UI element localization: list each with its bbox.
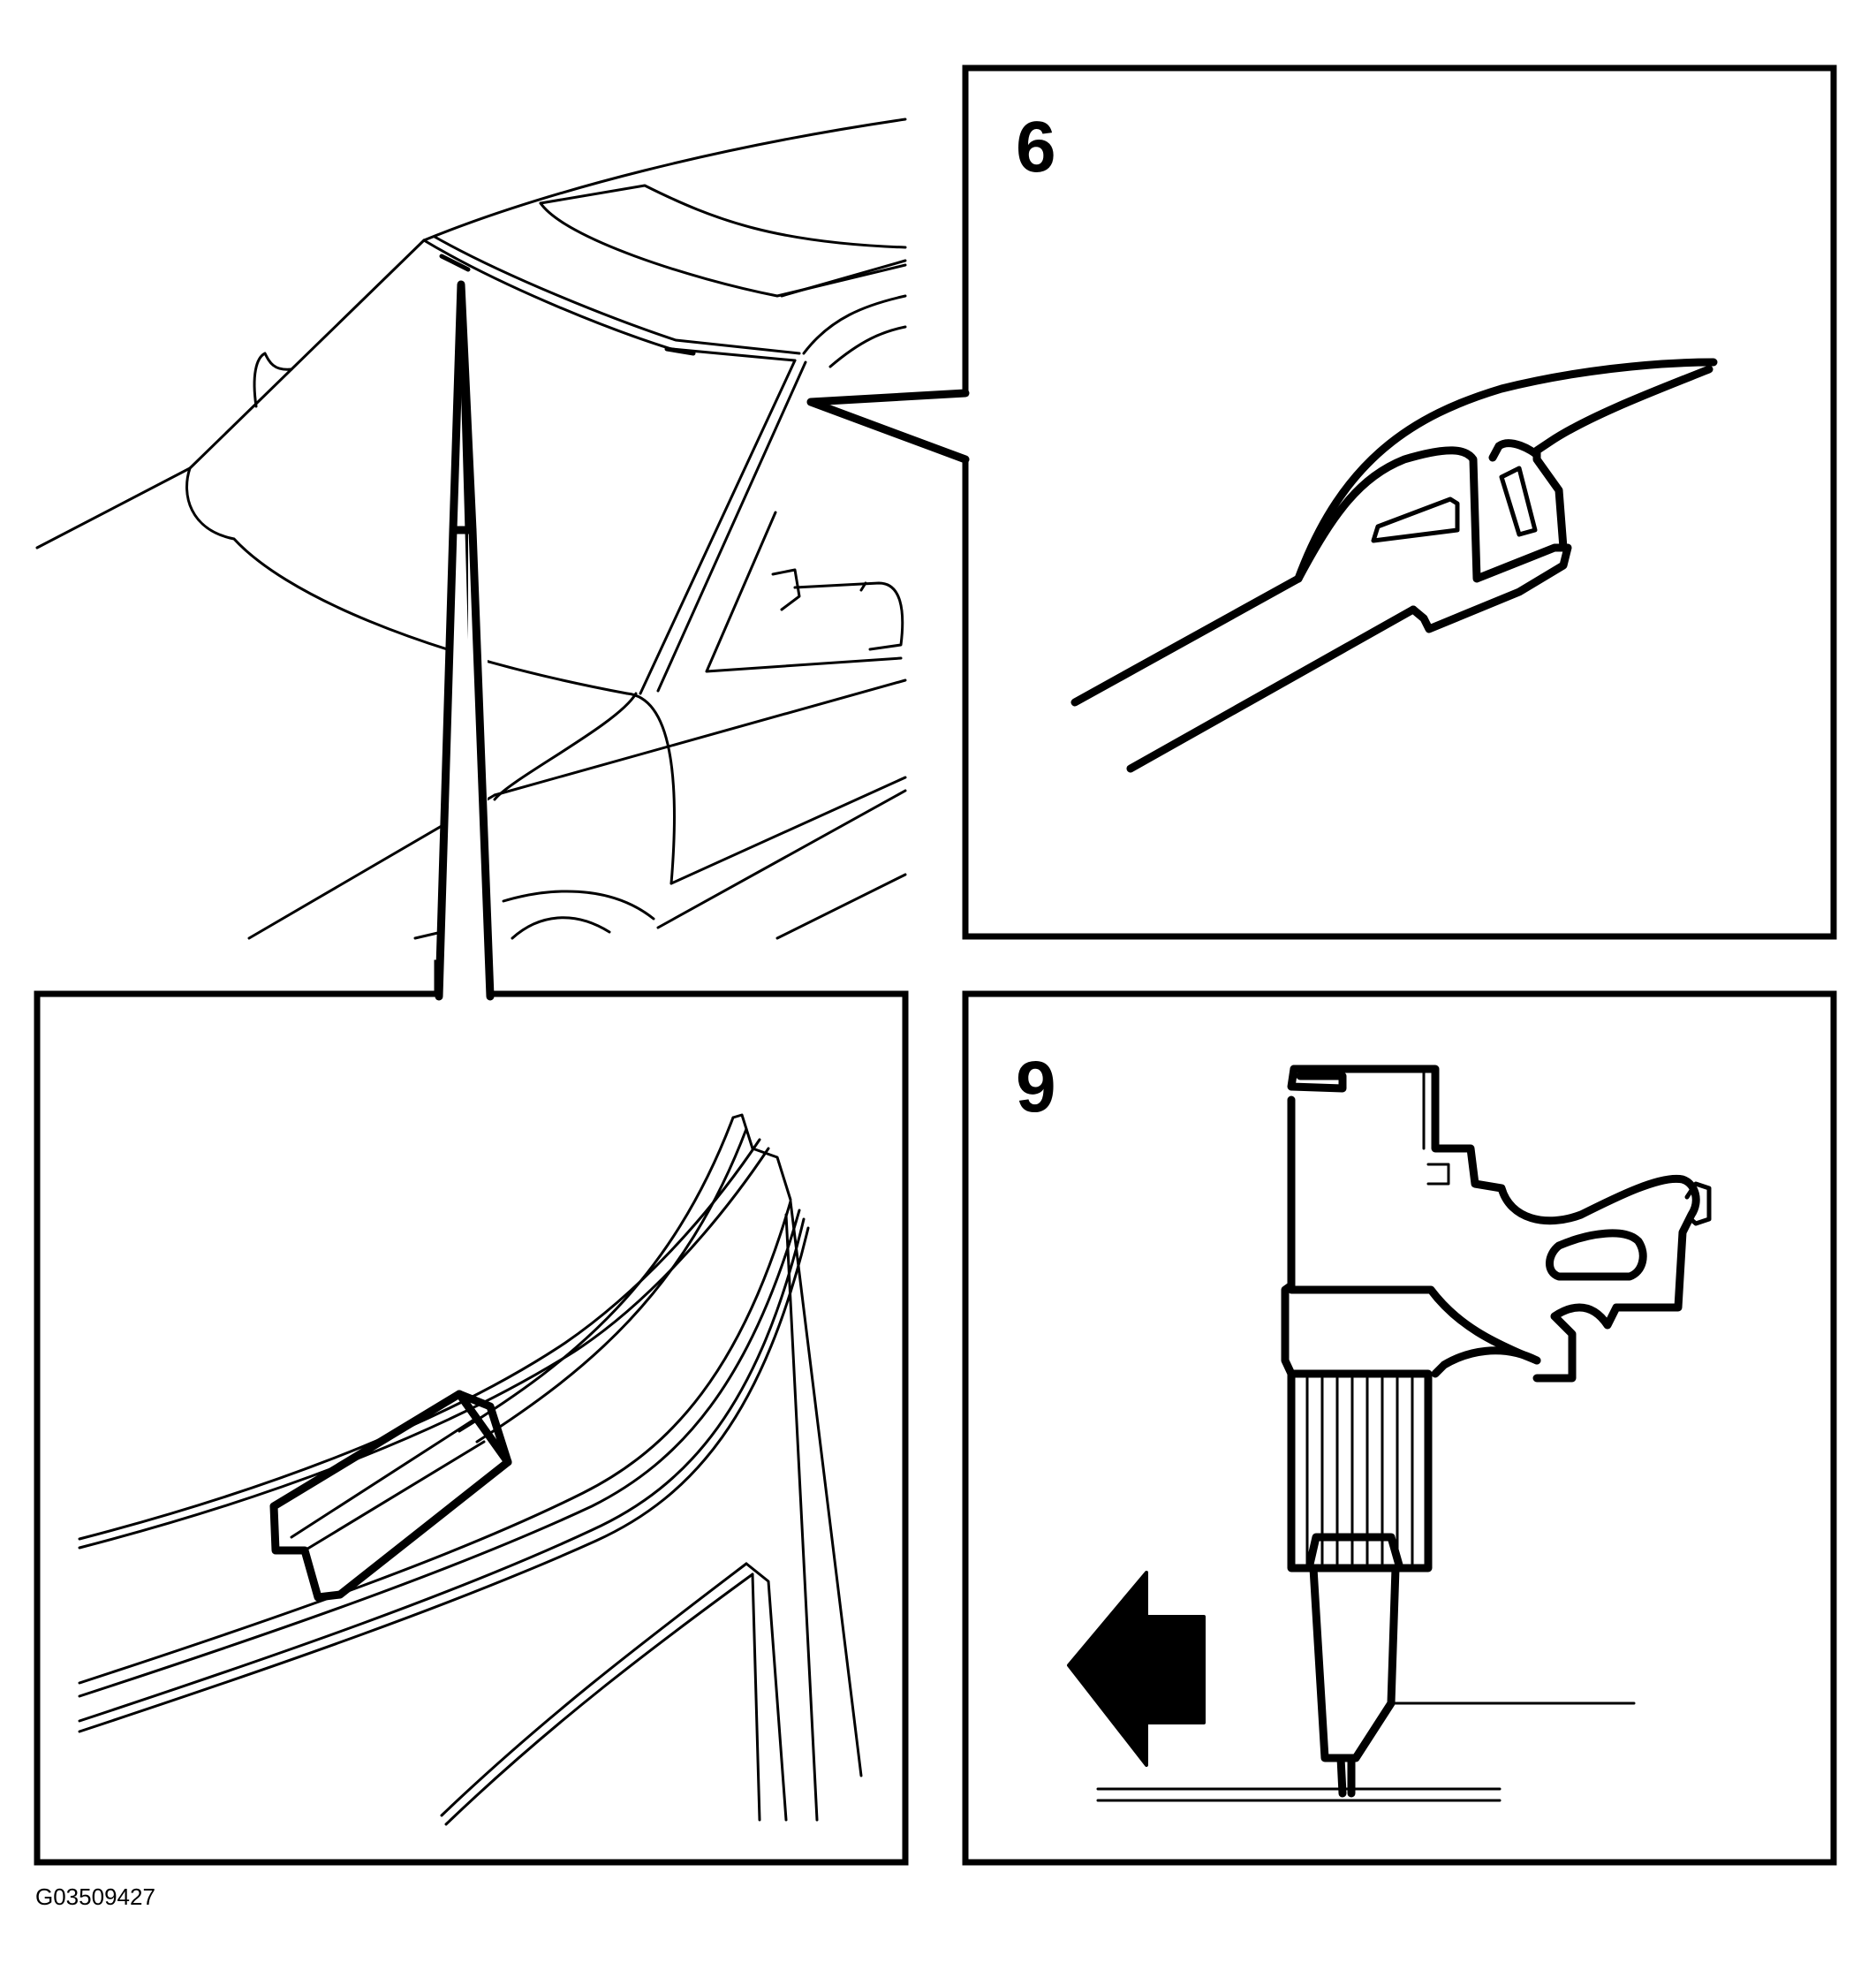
- step-number-9: 9: [1016, 1047, 1056, 1127]
- panel-step-9: [962, 990, 1837, 1866]
- direction-arrow-left-icon: [1067, 1571, 1206, 1767]
- figure-code: G03509427: [35, 1883, 155, 1910]
- step-number-6: 6: [1016, 107, 1056, 187]
- panel-molding-joint: [34, 280, 909, 1866]
- panel-step-6: [806, 64, 1837, 940]
- collar-ribs: [1305, 1376, 1414, 1565]
